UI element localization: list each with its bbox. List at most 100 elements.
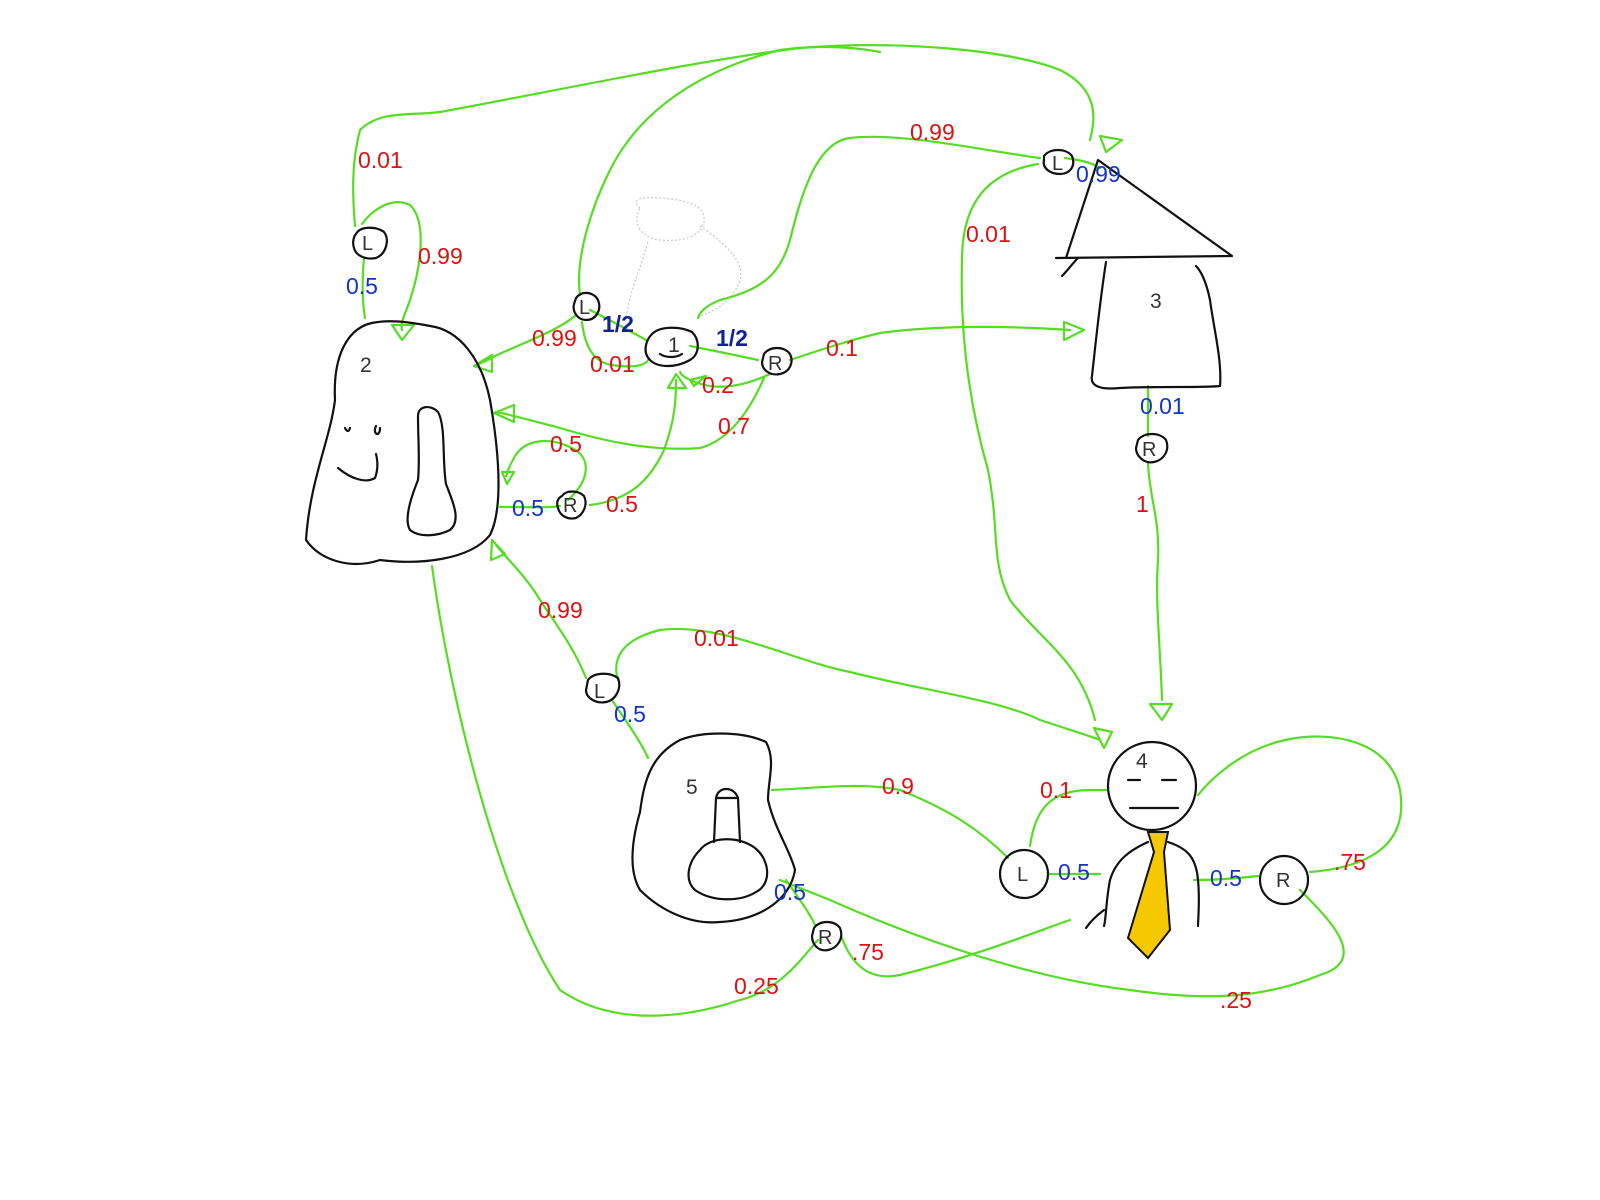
action-node-s4-R: R — [1258, 854, 1310, 906]
action-s5-L-label: L — [594, 681, 605, 703]
node-4: 4 — [1084, 740, 1200, 960]
arrowhead-into-s3-side — [1062, 320, 1086, 342]
label-s1R-prob: 1/2 — [716, 325, 748, 351]
action-node-s1-R: R — [760, 346, 793, 376]
action-s1-R-label: R — [768, 353, 782, 375]
action-node-s5-R: R — [810, 920, 843, 952]
edge-s3L-to-s4 — [960, 162, 1097, 722]
arrowhead-into-s2-top — [390, 323, 416, 342]
action-s2-L-label: L — [362, 233, 373, 255]
action-s3-L-label: L — [1052, 153, 1063, 175]
lamp-stand-right — [699, 225, 742, 317]
label-s3R-prob: 0.01 — [1140, 393, 1185, 419]
edge-s2L-to-s3 — [352, 44, 1095, 228]
edges — [352, 44, 1403, 1017]
edge-s3-to-L — [1063, 156, 1102, 170]
edge-s5R-to-s4 — [840, 918, 1072, 978]
label-s1R-self: 0.2 — [702, 372, 734, 398]
edge-s1L-up — [577, 45, 882, 297]
label-s5R-to4: .75 — [852, 939, 884, 965]
arrowhead-into-s3-top — [1098, 134, 1124, 154]
label-s1L-prob: 1/2 — [602, 311, 634, 337]
label-s1L-self: 0.01 — [590, 351, 635, 377]
label-s2L-to-far: 0.01 — [358, 147, 403, 173]
action-node-s3-R: R — [1134, 432, 1169, 464]
label-s3L-to4: 0.01 — [966, 221, 1011, 247]
smiling-rock-door — [406, 406, 457, 537]
action-s3-R-label: R — [1142, 439, 1156, 461]
label-s2L-self: 0.99 — [418, 243, 463, 269]
arrowhead-into-s4-left — [1092, 726, 1114, 750]
label-s3L-to1: 0.99 — [910, 119, 955, 145]
action-node-s3-L: L — [1042, 148, 1075, 176]
node-3: 3 — [1054, 158, 1234, 390]
label-s3R-to4: 1 — [1136, 491, 1149, 517]
action-s5-R-label: R — [818, 927, 832, 949]
smiling-rock-mouth — [336, 452, 379, 482]
man-hand — [1084, 908, 1106, 930]
label-s5R-to2: 0.25 — [734, 973, 779, 999]
label-s4L-self: 0.1 — [1040, 777, 1072, 803]
label-s5L-to2: 0.99 — [538, 597, 583, 623]
rock-with-lamp-icon — [644, 326, 699, 368]
edge-s4-to-R — [1192, 874, 1260, 882]
edge-s5R-to-s2 — [430, 564, 820, 1017]
node-3-label: 3 — [1150, 290, 1162, 313]
node-1-label: 1 — [668, 334, 680, 357]
node-5: 5 — [631, 732, 797, 924]
arrowhead-into-s2-mid — [492, 403, 516, 424]
action-node-s2-R: R — [556, 490, 587, 520]
edge-s1R-self — [678, 370, 772, 388]
label-s1R-to3: 0.1 — [826, 335, 858, 361]
arrowheads — [390, 134, 1174, 750]
arrowhead-into-s2-left — [472, 353, 494, 374]
label-s2R-self: 0.5 — [550, 431, 582, 457]
house-icon — [1054, 158, 1234, 260]
rock-face-mouth — [658, 352, 684, 359]
label-s4R-self: .75 — [1334, 849, 1366, 875]
smiling-rock-eye-right — [373, 424, 382, 435]
edge-s1R-to-s2 — [494, 376, 766, 450]
arrowhead-into-s2-side — [500, 470, 516, 486]
lamp-stand-left — [625, 241, 649, 319]
node-4-label: 4 — [1136, 750, 1148, 773]
node-1: 1 — [625, 196, 742, 368]
edge-s1R-to-s3 — [788, 325, 1072, 362]
edge-s2R-self — [504, 440, 587, 502]
label-s2L-prob: 0.5 — [346, 273, 378, 299]
edge-s5-to-L — [610, 698, 650, 760]
label-s4R-prob: 0.5 — [1210, 865, 1242, 891]
node-2: 2 — [304, 320, 500, 565]
edge-s2L-self — [360, 201, 422, 332]
label-s1R-to2: 0.7 — [718, 413, 750, 439]
man-torso — [1102, 840, 1200, 928]
arrowhead-into-s4-top — [1148, 702, 1174, 722]
edge-s3R-to-s4 — [1146, 462, 1164, 702]
smiling-rock-eye-left — [343, 426, 352, 433]
edge-s4R-self — [1196, 735, 1403, 874]
edge-s4L-to-s5 — [770, 784, 1010, 860]
edge-s1-to-R — [688, 344, 760, 362]
arrowhead-into-s1-self — [688, 374, 708, 388]
label-s2R-prob: 0.5 — [512, 495, 544, 521]
label-s4R-to5: .25 — [1220, 987, 1252, 1013]
action-markers: L R L R L R L — [352, 148, 1310, 952]
edge-s1-to-L — [588, 308, 648, 342]
label-s4L-prob: 0.5 — [1058, 859, 1090, 885]
arrowhead-into-s2-bottom — [489, 538, 507, 562]
label-s4L-to5: 0.9 — [882, 773, 914, 799]
node-5-label: 5 — [686, 776, 698, 799]
action-s4-L-label: L — [1017, 864, 1028, 886]
spiral-rock-tower — [712, 796, 742, 844]
label-s5L-prob: 0.5 — [614, 701, 646, 727]
action-node-s4-L: L — [998, 848, 1050, 900]
arrowhead-into-s1-lower — [666, 372, 688, 390]
man-with-tie-icon — [1126, 831, 1172, 960]
edge-s3L-to-s1 — [696, 135, 1042, 320]
label-s5L-to4: 0.01 — [694, 625, 739, 651]
node-2-label: 2 — [360, 354, 372, 377]
smiling-rock-icon — [304, 320, 500, 565]
house-roof-overhang — [1060, 256, 1080, 278]
action-s1-L-label: L — [579, 297, 590, 319]
